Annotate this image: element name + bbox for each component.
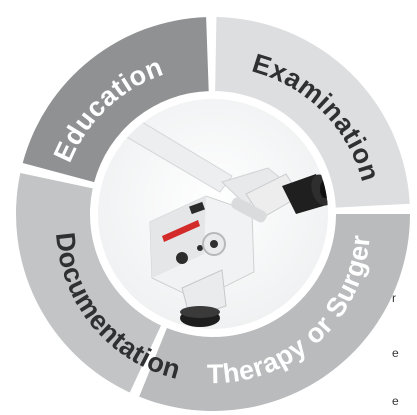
side-text-fragment-2: e [392,347,399,359]
side-text-fragment-3: e [392,395,399,407]
microscope-photo [98,103,328,327]
segment-examination [215,17,410,208]
segment-education [22,17,209,183]
segment-therapy-or-surgery [139,214,410,411]
cycle-ring [16,17,410,411]
side-text-fragment-1: r [392,292,396,304]
segment-documentation [16,173,162,393]
